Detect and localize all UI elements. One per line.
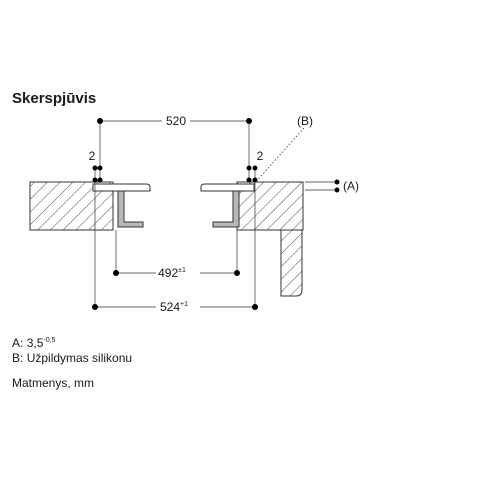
callout-a-label: (A) <box>343 179 359 193</box>
legend-item-a: A: 3,5-0,5 <box>12 336 56 350</box>
dimension-outer-width: 524+1 <box>92 300 258 314</box>
legend-value-b: Užpildymas silikonu <box>26 351 133 365</box>
dimension-left-gap-label: 2 <box>89 149 96 163</box>
dimension-right-gap: 2 <box>246 149 264 183</box>
legend: A: 3,5-0,5 B: Užpildymas silikonu <box>12 333 132 366</box>
dimension-inner-width-tolerance: ±1 <box>178 267 186 274</box>
dimension-left-gap: 2 <box>89 149 103 183</box>
callout-a: (A) <box>334 179 359 193</box>
dimension-inner-width-value: 492 <box>158 266 178 280</box>
dimension-outer-width-value: 524 <box>160 300 180 314</box>
callout-b-label: (B) <box>297 114 313 128</box>
units-note: Matmenys, mm <box>12 376 95 390</box>
dimension-top-width: 520 <box>97 114 252 128</box>
dimension-inner-width: 492±1 <box>113 266 240 280</box>
dimension-outer-width-tolerance: +1 <box>180 301 188 308</box>
callout-b: (B) <box>253 114 313 185</box>
legend-key-a: A <box>12 336 21 350</box>
hob-frame-right <box>212 190 240 228</box>
hob-glass-left <box>92 183 151 192</box>
dimension-right-gap-label: 2 <box>257 149 264 163</box>
svg-text:492±1: 492±1 <box>158 266 186 280</box>
cabinet-side-panel <box>280 229 303 297</box>
legend-key-b: B <box>12 351 21 365</box>
section-title: Skerspjūvis <box>12 90 97 107</box>
legend-item-b: B: Užpildymas silikonu <box>12 351 133 365</box>
legend-value-a-tolerance: -0,5 <box>43 337 56 344</box>
legend-value-a: 3,5 <box>26 336 44 350</box>
hob-frame-left <box>117 190 144 228</box>
dimension-top-width-label: 520 <box>166 114 186 128</box>
hob-glass-right <box>200 183 255 192</box>
svg-text:524+1: 524+1 <box>160 300 188 314</box>
